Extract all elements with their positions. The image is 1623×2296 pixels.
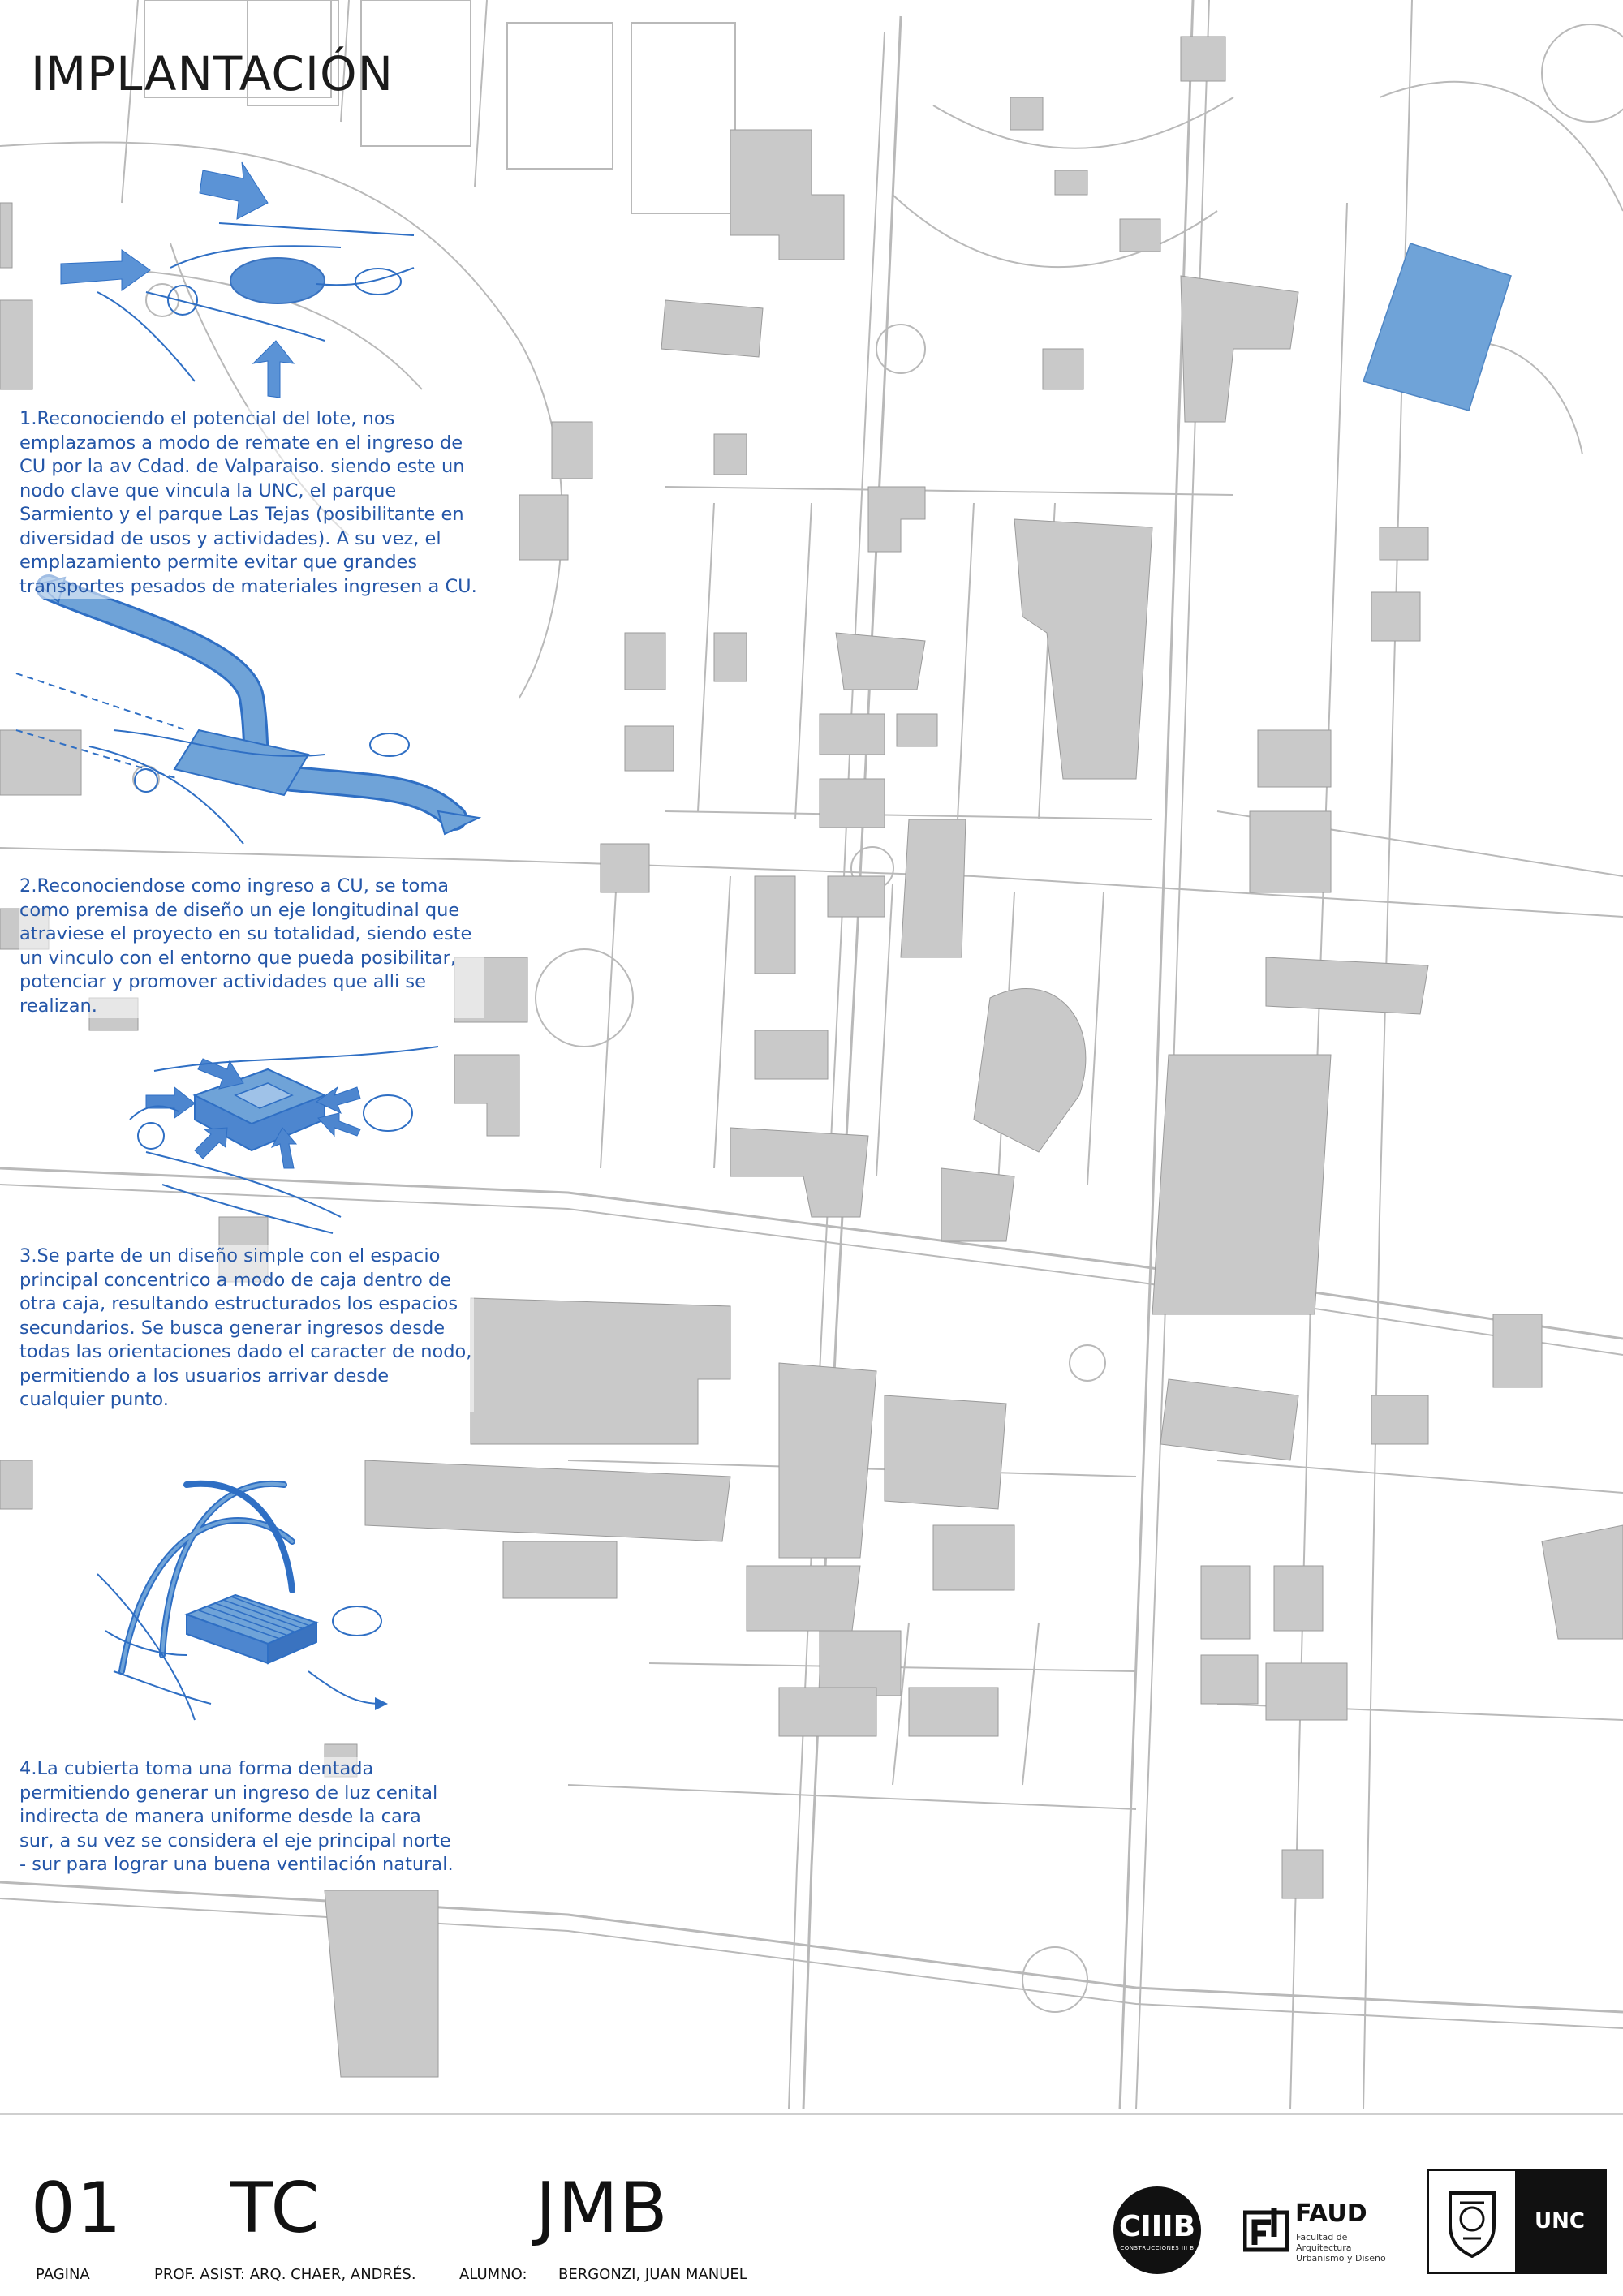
course-code: TC: [230, 2168, 321, 2249]
student-initials: JMB: [536, 2168, 669, 2249]
professor-name: PROF. ASIST: ARQ. CHAER, ANDRÉS.: [154, 2266, 416, 2283]
page-title: IMPLANTACIÓN: [31, 45, 394, 101]
student-name: BERGONZI, JUAN MANUEL: [558, 2266, 747, 2283]
faud-logo-subtitle: Facultad de Arquitectura Urbanismo y Dis…: [1296, 2232, 1386, 2264]
unc-logo: UNC: [1427, 2169, 1607, 2274]
design-note-2: 2.Reconociendose como ingreso a CU, se t…: [19, 875, 484, 1018]
diagram-box-in-box: [129, 1046, 439, 1234]
design-note-4: 4.La cubierta toma una forma dentada per…: [19, 1757, 458, 1877]
unc-logo-text: UNC: [1515, 2171, 1604, 2272]
unc-crest-icon: [1429, 2171, 1515, 2272]
diagram-sawtooth-roof: [97, 1480, 388, 1721]
faud-logo-icon: [1243, 2208, 1289, 2252]
ciiib-logo: CIIIB CONSTRUCCIONES III B: [1113, 2186, 1201, 2274]
design-note-3: 3.Se parte de un diseño simple con el es…: [19, 1245, 474, 1412]
ciiib-logo-text: CIIIB: [1118, 2209, 1196, 2243]
diagram-node-access: [60, 161, 415, 398]
page-label: PAGINA: [36, 2266, 90, 2283]
campus-site-plan: [0, 0, 1623, 2109]
student-label: ALUMNO:: [459, 2266, 527, 2283]
project-site: [1363, 243, 1512, 411]
design-note-1: 1.Reconociendo el potencial del lote, no…: [19, 407, 490, 599]
ciiib-logo-subtitle: CONSTRUCCIONES III B: [1120, 2244, 1195, 2251]
diagram-longitudinal-axis: [15, 574, 482, 845]
faud-logo-text: FAUD: [1295, 2199, 1367, 2228]
roundabouts: [132, 24, 1623, 2013]
campus-buildings: [0, 36, 1623, 2078]
page-number: 01: [31, 2168, 123, 2249]
title-block-footer: 01 PAGINA TC PROF. ASIST: ARQ. CHAER, AN…: [0, 2113, 1623, 2296]
